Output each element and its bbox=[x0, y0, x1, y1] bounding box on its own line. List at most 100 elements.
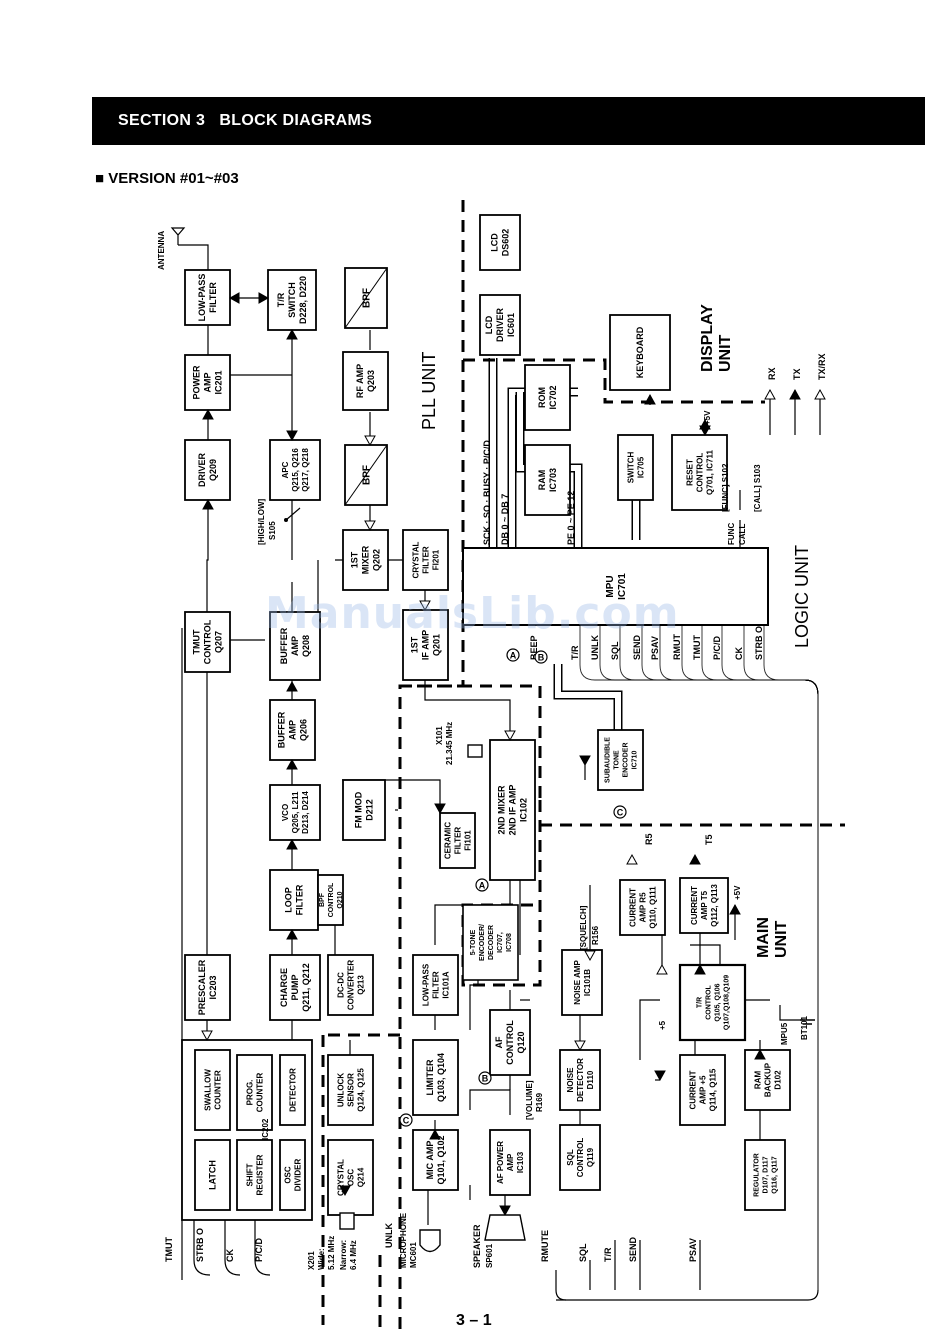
lpf2-block-label: LOW-PASSFILTERIC101A bbox=[421, 963, 450, 1006]
af-power-amp-block: AF POWERAMPIC103 bbox=[489, 1129, 531, 1196]
legend-rx-arrow bbox=[764, 388, 776, 400]
sig-mpu-0: T/R bbox=[570, 645, 580, 660]
shift-register-block-label: SHIFTREGISTER bbox=[245, 1154, 264, 1195]
driver-block-label: DRIVERQ209 bbox=[197, 453, 218, 488]
prescaler-block-label: PRESCALERIC203 bbox=[197, 959, 218, 1015]
sig-mpu-6: TMUT bbox=[692, 635, 702, 660]
x101-freq: 21.345 MHz bbox=[445, 722, 454, 765]
bpf-block-1: BPF bbox=[344, 267, 388, 329]
prescaler-block: PRESCALERIC203 bbox=[184, 954, 231, 1021]
noise-detector-block: NOISEDETECTORD110 bbox=[559, 1049, 601, 1111]
arrow-4 bbox=[202, 498, 214, 510]
mixer1-block: 1STMIXERQ202 bbox=[342, 529, 389, 591]
arrow-21 bbox=[499, 1205, 511, 1217]
circle-a-1: A bbox=[506, 648, 520, 662]
tmut-control-block: TMUTCONTROLQ207 bbox=[184, 611, 231, 673]
arrow-6 bbox=[286, 430, 298, 442]
mpu-block-label: MPUIC701 bbox=[605, 573, 628, 600]
charge-pump-block: CHARGEPUMPQ211, Q212 bbox=[269, 954, 321, 1021]
tmut-control-block-label: TMUTCONTROLQ207 bbox=[192, 619, 224, 664]
buffer-amp-block-1-label: BUFFERAMPQ208 bbox=[279, 627, 311, 664]
mpu-block: MPUIC701 bbox=[462, 547, 769, 626]
buffer-amp-block-2: BUFFERAMPQ206 bbox=[269, 699, 316, 761]
svg-text:C: C bbox=[617, 808, 624, 818]
bt101-label: BT101 bbox=[800, 1015, 809, 1040]
buffer-amp-block-2-label: BUFFERAMPQ206 bbox=[277, 711, 309, 748]
current-amp-t5-block-label: CURRENTAMP T5Q112, Q113 bbox=[690, 884, 719, 927]
arrow-31 bbox=[729, 903, 741, 915]
shift-register-block: SHIFTREGISTER bbox=[236, 1139, 273, 1211]
func-label: FUNC bbox=[727, 523, 736, 545]
circle-c-2: C bbox=[399, 1113, 413, 1127]
arrow-8 bbox=[364, 520, 376, 532]
sig-mpu-3: SEND bbox=[632, 634, 642, 660]
bpf-block-2: BPF bbox=[344, 444, 388, 506]
ceramic-filter-block: CERAMICFILTERFI101 bbox=[439, 812, 476, 869]
lcd-block-label: LCDDS602 bbox=[490, 229, 511, 257]
arrow-10 bbox=[504, 730, 516, 742]
arrow-2 bbox=[258, 292, 270, 304]
if-amp1-block: 1STIF AMPQ201 bbox=[402, 609, 449, 681]
sql-control-block: SQLCONTROLQ119 bbox=[559, 1124, 601, 1191]
mixer2-block-label: 2ND MIXER2ND IF AMPIC102 bbox=[497, 785, 529, 836]
sig-bottom-rmute: RMUTE bbox=[540, 1230, 550, 1262]
plus5-label: +5 bbox=[658, 1020, 667, 1030]
ram-backup-block: RAMBACKUPD102 bbox=[744, 1049, 791, 1111]
r169-label: R169 bbox=[535, 1092, 544, 1112]
ram-block-label: RAMIC703 bbox=[537, 468, 558, 492]
sig-left-tmut: TMUT bbox=[164, 1237, 174, 1262]
arrow-1 bbox=[228, 292, 240, 304]
rom-block-label: ROMIC702 bbox=[537, 385, 558, 409]
loop-filter-block: LOOPFILTER bbox=[269, 869, 319, 931]
signal-ck bbox=[224, 1200, 241, 1276]
legend-tx-arrow bbox=[789, 388, 801, 400]
current-amp-r5-block: CURRENTAMP R5Q110, Q111 bbox=[619, 879, 666, 936]
narrow-freq: 6.4 MHz bbox=[349, 1240, 358, 1270]
switch-s105-icon bbox=[284, 518, 288, 522]
bus-subaudible bbox=[553, 664, 623, 730]
swallow-counter-block: SWALLOWCOUNTER bbox=[194, 1049, 231, 1131]
arrow-16 bbox=[434, 803, 446, 815]
osc-divider-block-label: OSCDIVIDER bbox=[283, 1159, 302, 1192]
mixer2-block: 2ND MIXER2ND IF AMPIC102 bbox=[489, 739, 536, 881]
arrow-20 bbox=[574, 1040, 586, 1052]
crystal-osc-block: CRYSTALOSCQ214 bbox=[327, 1139, 374, 1216]
arrow-13 bbox=[286, 838, 298, 850]
sig-mpu-7: P/C/D bbox=[712, 635, 722, 660]
apc-block-label: APCQ215, Q216Q217, Q218 bbox=[281, 448, 310, 492]
unit-logic: LOGIC UNIT bbox=[792, 545, 812, 648]
call-label: CALL bbox=[738, 524, 747, 545]
vco-block-label: VCOQ205, L211D213, D214 bbox=[281, 791, 310, 834]
current-amp-plus5-block-label: CURRENTAMP +5Q114, Q115 bbox=[688, 1068, 717, 1111]
rf-amp-block: RF AMPQ203 bbox=[342, 351, 389, 411]
arrow-14 bbox=[286, 928, 298, 940]
sck-bus-label: SCK · SO · BUSY · P/C/D bbox=[482, 440, 492, 545]
arrow-25 bbox=[754, 1048, 766, 1060]
ic202-label: IC202 bbox=[261, 1118, 270, 1140]
arrow-12 bbox=[286, 758, 298, 770]
signal-pcd bbox=[254, 1200, 271, 1276]
dcdc-block-label: DC-DCCONVERTERQ213 bbox=[336, 960, 365, 1010]
sig-mpu-9: STRB O bbox=[754, 626, 764, 660]
current-amp-t5-block: CURRENTAMP T5Q112, Q113 bbox=[679, 877, 729, 934]
wide-freq: 5.12 MHz bbox=[327, 1236, 336, 1270]
arrow-29 bbox=[626, 853, 638, 865]
current-amp-plus5-block: CURRENTAMP +5Q114, Q115 bbox=[679, 1054, 726, 1126]
arrow-23 bbox=[694, 963, 706, 975]
legend-txrx-arrow bbox=[814, 388, 826, 400]
keyboard-block-label: KEYBOARD bbox=[635, 326, 645, 378]
arrow-15 bbox=[201, 1030, 213, 1042]
volume-label: [VOLUME] bbox=[525, 1080, 534, 1120]
sig-mpu-8: CK bbox=[734, 647, 744, 660]
svg-text:A: A bbox=[479, 881, 486, 891]
arrow-11 bbox=[286, 680, 298, 692]
limiter-block: LIMITERQ103, Q104 bbox=[412, 1039, 459, 1116]
buffer-amp-block-1: BUFFERAMPQ208 bbox=[269, 611, 321, 681]
fm-mod-block-label: FM MODD212 bbox=[354, 791, 375, 828]
rom-block: ROMIC702 bbox=[524, 364, 571, 431]
